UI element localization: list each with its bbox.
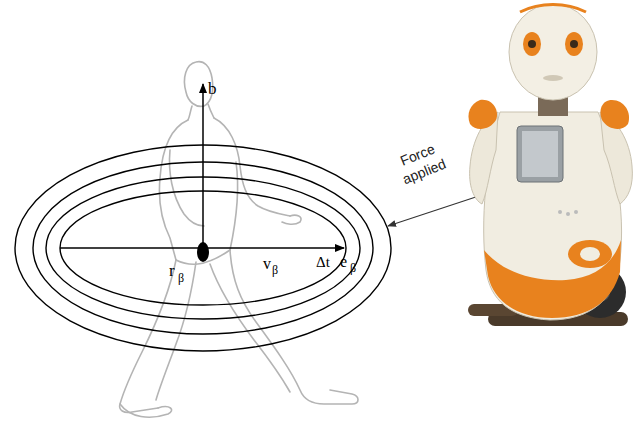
person-sketch [120, 62, 358, 418]
force-label: Force applied [378, 133, 463, 195]
symbol-label: r [169, 262, 175, 279]
axis-label: b [208, 80, 217, 97]
symbol-label: e [340, 254, 347, 270]
subscript-label: β [350, 262, 356, 274]
subscript-label: β [178, 272, 184, 284]
position-dot [197, 242, 209, 262]
robot-illustration [468, 4, 632, 326]
symbol-label: v [263, 256, 271, 272]
subscript-label: β [272, 264, 278, 276]
symbol-label: Δt [316, 255, 330, 270]
b-axis-arrow [202, 84, 204, 248]
